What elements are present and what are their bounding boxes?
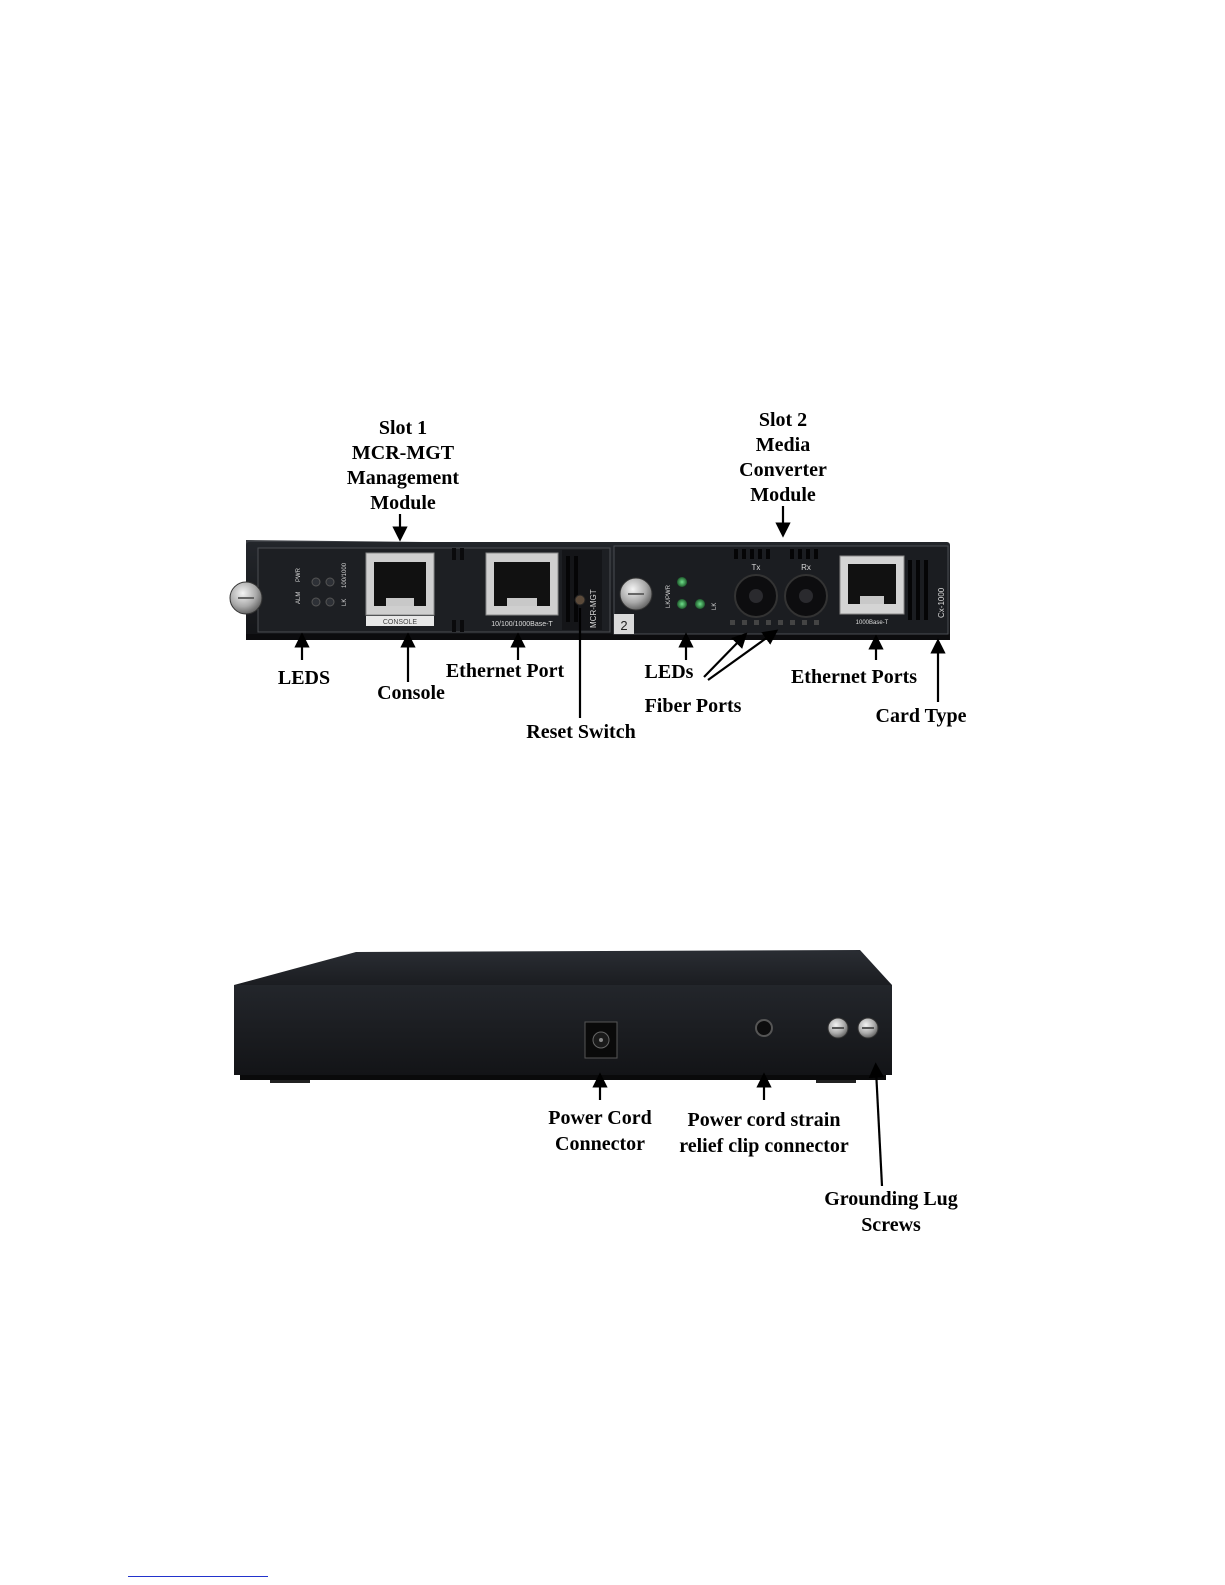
reset-switch-label: Reset Switch [526, 721, 635, 743]
slot2-line1: Slot 2 [759, 409, 807, 431]
footer-link-underline [128, 1576, 268, 1577]
slot2-leds: LK/PWR LK [666, 577, 718, 610]
slot2-module: 2 LK/PWR LK Tx Rx [613, 545, 949, 635]
slot2-lk2-led [695, 599, 705, 609]
tx-label: Tx [752, 563, 761, 572]
grounding-callout: Grounding Lug Screws [824, 1062, 958, 1236]
ethernet-port-callout: Ethernet Port [446, 632, 565, 682]
power-cord-line1: Power Cord [548, 1107, 652, 1129]
slot2-line4: Module [750, 484, 816, 506]
mgmt-ethernet-label: 10/100/1000Base-T [491, 621, 553, 628]
card-type-area: Cx-1000 [908, 560, 946, 620]
slot2-callout: Slot 2 Media Converter Module [739, 409, 827, 538]
slot2-lk-led [677, 599, 687, 609]
slot1-line4: Module [370, 492, 436, 514]
slot2-pwr-led [677, 577, 687, 587]
slot2-lk-pwr-label: LK/PWR [666, 584, 672, 608]
strain-relief-line1: Power cord strain [688, 1109, 841, 1131]
grounding-line2: Screws [861, 1214, 921, 1236]
console-port[interactable]: CONSOLE [365, 552, 435, 626]
ethernet-ports-callout: Ethernet Ports [791, 634, 917, 688]
grounding-line1: Grounding Lug [824, 1188, 958, 1210]
lk-led [325, 577, 335, 587]
slot2-line2: Media [756, 434, 810, 456]
slot1-line1: Slot 1 [379, 417, 427, 439]
strain-relief-clip-connector[interactable] [755, 1019, 773, 1037]
rear-panel-figure: Power Cord Connector Power cord strain r… [234, 950, 958, 1236]
card-type-callout: Card Type [876, 638, 967, 727]
rear-chassis-body [234, 985, 892, 1075]
card-type-callout-label: Card Type [876, 705, 967, 727]
reset-switch-area: MCR-MGT [562, 550, 602, 630]
slot1-line3: Management [347, 467, 460, 489]
slot1-module: ALM PWR LK 100/1000 CONSOLE [229, 547, 611, 633]
leds-left-label: LEDS [278, 667, 330, 689]
rx-label: Rx [801, 563, 811, 572]
pwr-led [311, 597, 321, 607]
grounding-lug-screws[interactable] [827, 1017, 879, 1039]
strain-relief-line2: relief clip connector [679, 1135, 849, 1157]
leds-right-callout: LEDs [645, 632, 694, 683]
console-callout: Console [377, 632, 445, 704]
strain-relief-callout: Power cord strain relief clip connector [679, 1072, 849, 1157]
mcr-mgt-label: MCR-MGT [589, 589, 598, 628]
mgmt-ethernet-port[interactable]: 10/100/1000Base-T [485, 552, 559, 628]
slot2-line3: Converter [739, 459, 827, 481]
console-port-label: CONSOLE [383, 619, 418, 626]
slot1-callout: Slot 1 MCR-MGT Management Module [347, 417, 460, 542]
slot1-line2: MCR-MGT [352, 442, 455, 464]
leds-left-callout: LEDS [278, 632, 330, 689]
ethernet-port-label: Ethernet Port [446, 660, 565, 682]
fiber-ports: Tx Rx [730, 563, 828, 625]
converter-ethernet-port[interactable]: 1000Base-T [839, 555, 905, 626]
slot2-lk-label: LK [712, 603, 718, 610]
slot1-vent [452, 548, 464, 632]
power-cord-connector[interactable] [584, 1021, 618, 1059]
alm-led [311, 577, 321, 587]
lk-label: LK [342, 599, 348, 606]
reset-switch[interactable] [574, 594, 586, 606]
pwr-label: PWR [296, 567, 302, 582]
slot1-leds: ALM PWR LK 100/1000 [296, 562, 348, 607]
fiber-ports-callout: Fiber Ports [645, 629, 779, 717]
front-panel-figure: ALM PWR LK 100/1000 CONSOLE [229, 409, 967, 743]
rear-chassis-top [234, 950, 892, 985]
power-cord-callout: Power Cord Connector [548, 1072, 652, 1155]
reset-switch-callout: Reset Switch [526, 608, 636, 743]
card-type-label: Cx-1000 [937, 587, 946, 618]
power-cord-line2: Connector [555, 1133, 645, 1155]
speed-led [325, 597, 335, 607]
slot-number: 2 [620, 618, 627, 633]
speed-label: 100/1000 [342, 562, 348, 588]
ethernet-ports-label: Ethernet Ports [791, 666, 917, 688]
console-label: Console [377, 682, 445, 704]
leds-right-label: LEDs [645, 661, 694, 683]
slot2-vent [734, 549, 818, 559]
alm-label: ALM [296, 592, 302, 604]
fiber-ports-label: Fiber Ports [645, 695, 742, 717]
converter-ethernet-label: 1000Base-T [856, 620, 889, 626]
